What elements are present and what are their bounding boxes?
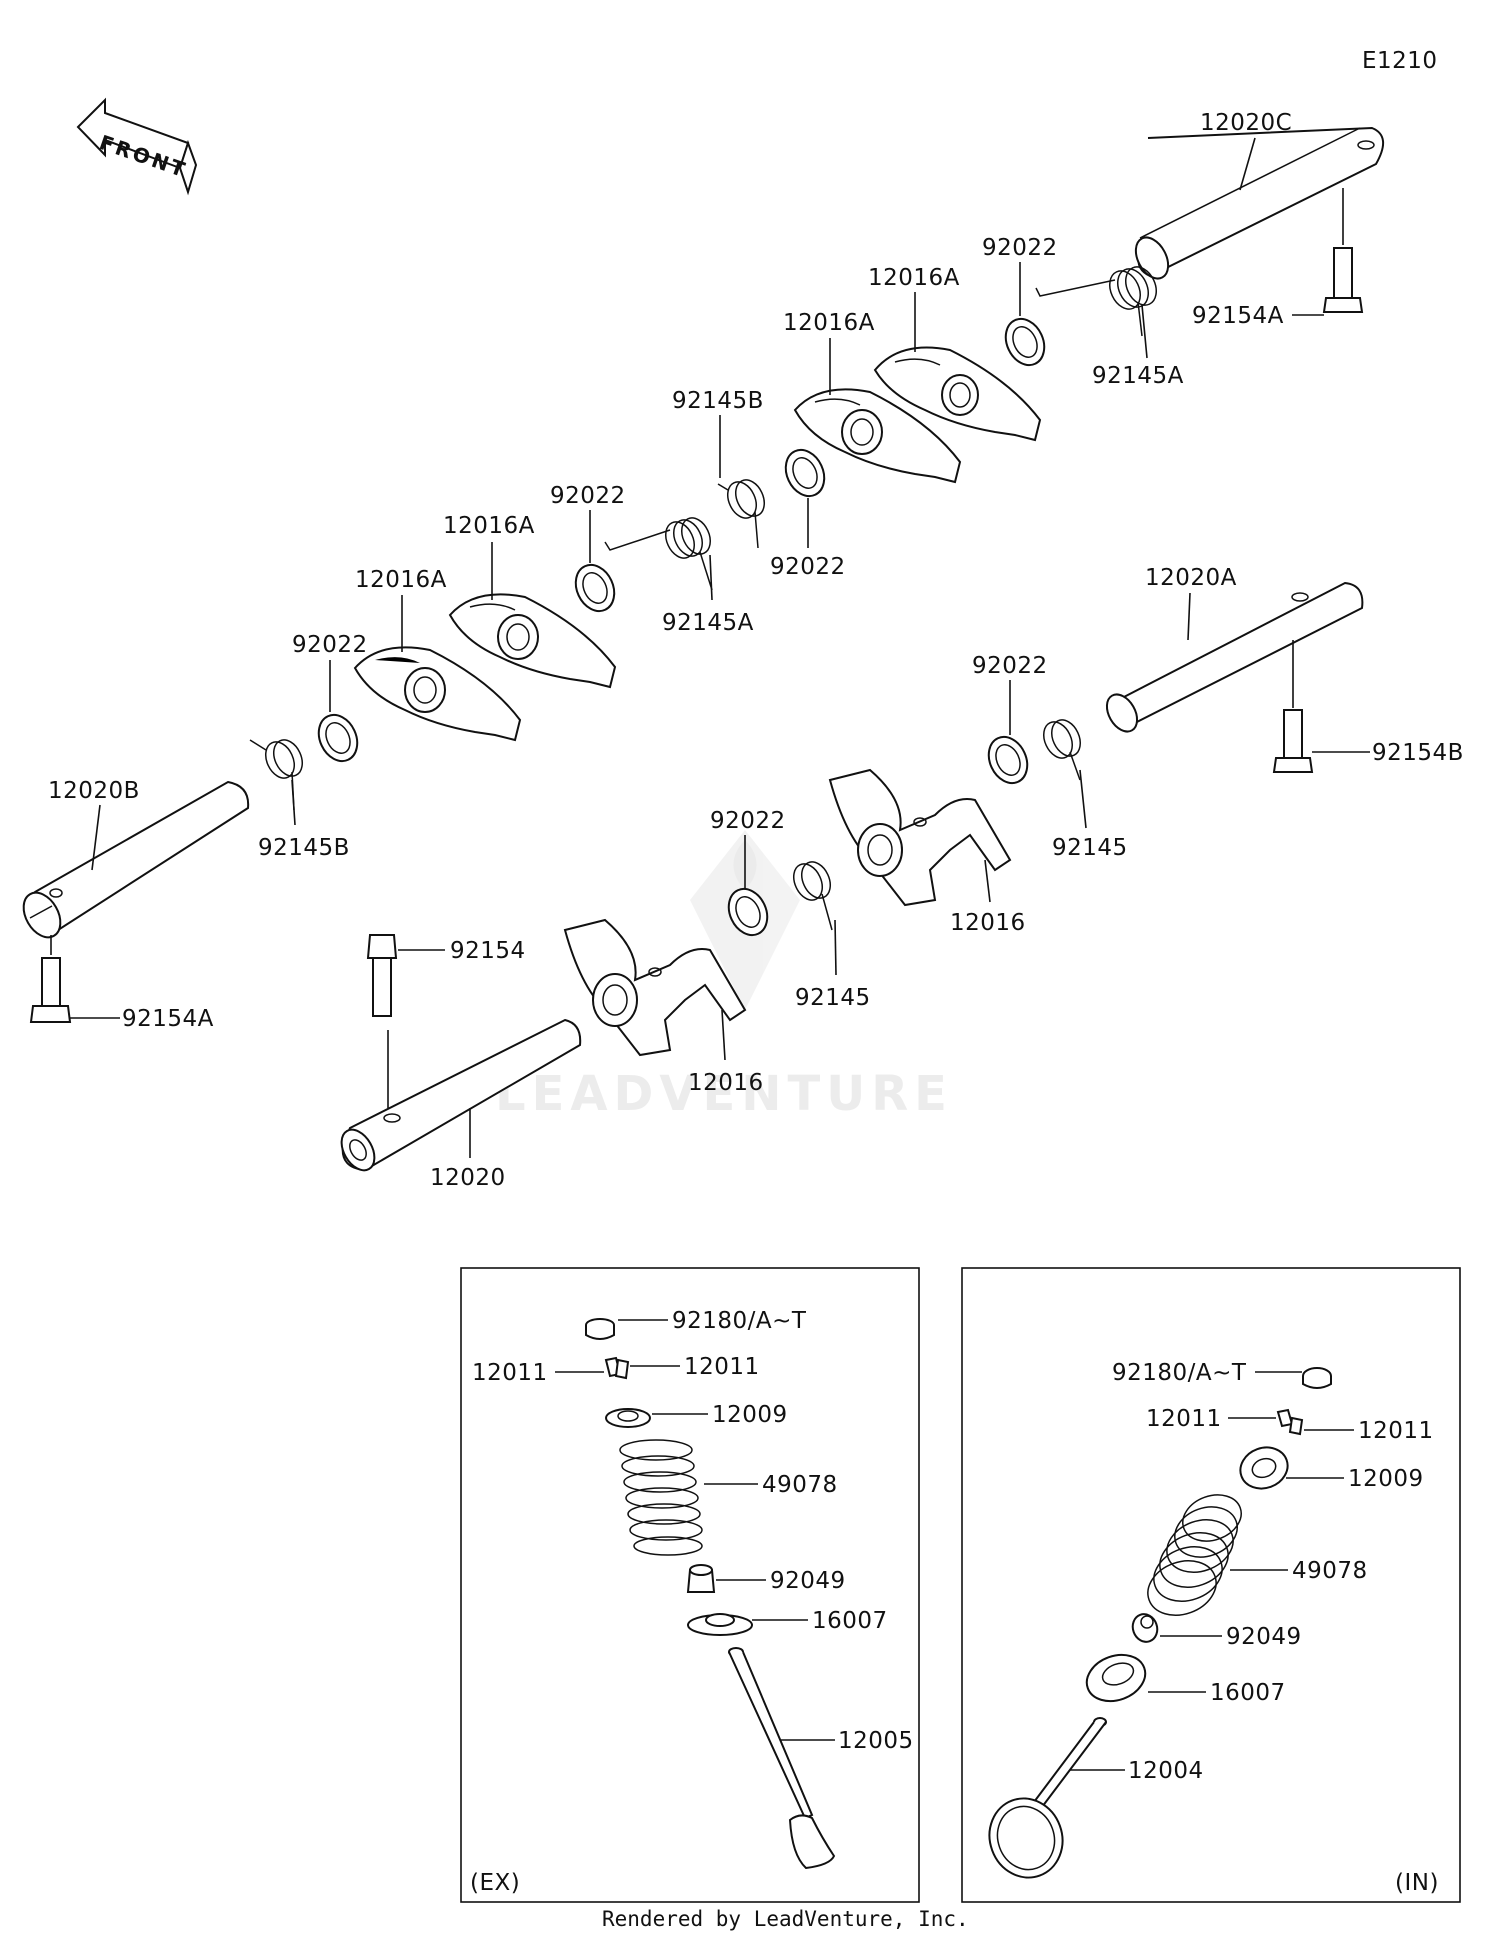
bolt-92154B xyxy=(1272,709,1314,773)
spring-92145A-a xyxy=(1035,266,1157,337)
rocker-arm-12016-b xyxy=(563,918,747,1057)
label-92022-e: 92022 xyxy=(972,653,1048,679)
label-92145-a: 92145 xyxy=(1052,835,1128,861)
bolt-92154 xyxy=(366,934,398,1017)
ex-spring-49078 xyxy=(619,1439,703,1556)
washer-92022-b xyxy=(784,448,826,498)
label-12020: 12020 xyxy=(430,1165,506,1191)
in-box-tag: (IN) xyxy=(1395,1870,1439,1896)
label-92154A-top: 92154A xyxy=(1192,303,1284,329)
diagram-code: E1210 xyxy=(1362,48,1438,74)
in-label-12004: 12004 xyxy=(1128,1758,1204,1784)
spring-92145B-a xyxy=(717,479,766,549)
washer-92022-e xyxy=(987,735,1029,785)
label-92154B: 92154B xyxy=(1372,740,1464,766)
ex-valve-12005 xyxy=(728,1647,836,1870)
washer-92022-c xyxy=(574,563,616,613)
label-12016A-c: 12016A xyxy=(443,513,535,539)
spring-92145A-b xyxy=(604,517,713,591)
bolt-92154A-top xyxy=(1322,247,1364,313)
ex-box-tag: (EX) xyxy=(470,1870,520,1896)
exhaust-valve-box xyxy=(460,1267,920,1903)
ex-label-92180: 92180/A~T xyxy=(672,1308,807,1334)
ex-label-16007: 16007 xyxy=(812,1608,888,1634)
label-92154: 92154 xyxy=(450,938,526,964)
bolt-92154A-left xyxy=(29,957,72,1023)
in-retainer-12009 xyxy=(1239,1446,1289,1490)
ex-label-92049: 92049 xyxy=(770,1568,846,1594)
spring-92145-a xyxy=(1042,719,1082,781)
label-92145A-b: 92145A xyxy=(662,610,754,636)
in-label-12011-r: 12011 xyxy=(1358,1418,1434,1444)
in-seal-92049 xyxy=(1131,1613,1159,1643)
label-92145-b: 92145 xyxy=(795,985,871,1011)
label-12016A-b: 12016A xyxy=(783,310,875,336)
label-12020B: 12020B xyxy=(48,778,140,804)
spring-92145B-b xyxy=(249,739,304,811)
in-seat-16007 xyxy=(1085,1653,1147,1703)
ex-label-12009: 12009 xyxy=(712,1402,788,1428)
label-92022-c: 92022 xyxy=(550,483,626,509)
label-92154A-left: 92154A xyxy=(122,1006,214,1032)
shaft-12020A xyxy=(1105,581,1364,733)
label-92145A-a: 92145A xyxy=(1092,363,1184,389)
washer-92022-a xyxy=(1004,317,1046,367)
rocker-arm-12016A-c xyxy=(793,388,962,484)
ex-keeper-12011 xyxy=(604,1356,630,1380)
in-label-12009: 12009 xyxy=(1348,1466,1424,1492)
ex-seal-92049 xyxy=(686,1564,716,1593)
spring-92145-b xyxy=(792,861,833,931)
ex-shim-92180 xyxy=(585,1318,615,1340)
shaft-12020 xyxy=(340,1018,582,1172)
label-12020A: 12020A xyxy=(1145,565,1237,591)
label-92145B-b: 92145B xyxy=(258,835,350,861)
label-12016A-a: 12016A xyxy=(868,265,960,291)
ex-retainer-12009 xyxy=(605,1408,651,1428)
label-12016-a: 12016 xyxy=(950,910,1026,936)
rocker-arm-12016A-d xyxy=(873,346,1042,442)
label-92145B-a: 92145B xyxy=(672,388,764,414)
rocker-arm-12016A-a xyxy=(353,646,522,742)
watermark-text: LEADVENTURE xyxy=(495,1066,953,1122)
in-spring-49078 xyxy=(1147,1494,1242,1616)
shaft-12020B xyxy=(22,780,250,939)
in-label-92049: 92049 xyxy=(1226,1624,1302,1650)
in-label-12011-l: 12011 xyxy=(1146,1406,1222,1432)
label-92022-f: 92022 xyxy=(710,808,786,834)
footer-credit: Rendered by LeadVenture, Inc. xyxy=(602,1907,969,1931)
label-92022-b: 92022 xyxy=(770,554,846,580)
label-92022-d: 92022 xyxy=(292,632,368,658)
intake-valve-box xyxy=(961,1267,1461,1903)
label-12020C: 12020C xyxy=(1200,110,1292,136)
label-92022-a: 92022 xyxy=(982,235,1058,261)
in-shim-92180 xyxy=(1302,1367,1332,1389)
in-label-16007: 16007 xyxy=(1210,1680,1286,1706)
in-keeper-12011 xyxy=(1276,1408,1304,1436)
rocker-arm-12016-a xyxy=(828,768,1012,907)
ex-label-12011-l: 12011 xyxy=(472,1360,548,1386)
washer-92022-d xyxy=(317,713,359,763)
ex-label-49078: 49078 xyxy=(762,1472,838,1498)
in-valve-12004 xyxy=(988,1717,1107,1879)
label-12016A-d: 12016A xyxy=(355,567,447,593)
front-arrow-icon: FRONT xyxy=(76,97,198,196)
label-12016-b: 12016 xyxy=(688,1070,764,1096)
ex-label-12005: 12005 xyxy=(838,1728,914,1754)
in-label-49078: 49078 xyxy=(1292,1558,1368,1584)
in-label-92180: 92180/A~T xyxy=(1112,1360,1247,1386)
ex-seat-16007 xyxy=(687,1613,753,1636)
ex-label-12011-r: 12011 xyxy=(684,1354,760,1380)
rocker-arm-12016A-b xyxy=(448,593,617,689)
